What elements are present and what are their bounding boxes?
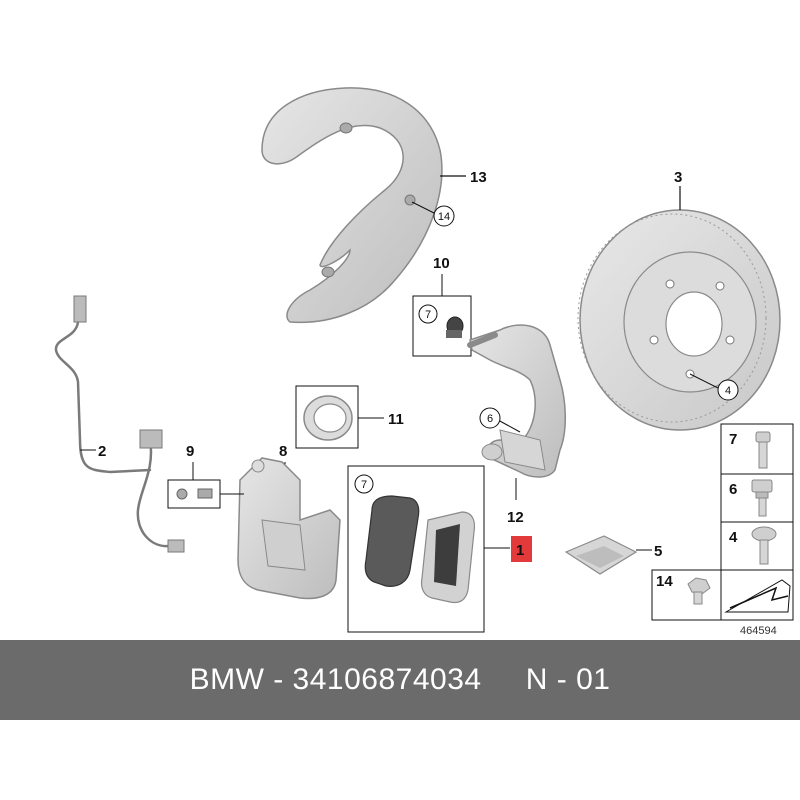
splash-shield: [261, 87, 443, 324]
bleed-screw: [176, 488, 213, 500]
part-caption-bar: BMW - 34106874034 N - 01: [0, 640, 800, 720]
callout-12: 12: [507, 509, 524, 526]
callout-4-circle: 4: [725, 385, 731, 397]
callout-10: 10: [433, 255, 450, 272]
legend-6: 6: [729, 481, 737, 498]
callout-14-circle: 14: [438, 211, 450, 223]
legend-14: 14: [656, 573, 673, 590]
callout-3: 3: [674, 169, 682, 186]
callout-7-circle-a: 7: [425, 309, 431, 321]
brake-disc: [577, 209, 781, 431]
callout-6-circle: 6: [487, 413, 493, 425]
callout-8: 8: [279, 443, 287, 460]
reference-number: 464594: [740, 625, 777, 637]
brake-pads: [364, 495, 476, 604]
wear-sensor: [54, 295, 185, 553]
callout-1: 1: [516, 542, 524, 559]
callout-7-circle-b: 7: [361, 479, 367, 491]
part-highlight: [511, 536, 532, 562]
bolt-6-icon: [751, 479, 773, 517]
caliper-carrier: [467, 324, 567, 478]
part-caption: BMW - 34106874034 N - 01: [189, 663, 611, 696]
bolt-7-icon: [755, 431, 771, 469]
callout-13: 13: [470, 169, 487, 186]
callout-5: 5: [654, 543, 662, 560]
arrow-icon: [724, 579, 791, 613]
seal-ring: [303, 395, 353, 441]
fastener-legend: 7 6 4 14: [651, 423, 794, 621]
grease-packet: [564, 535, 638, 575]
callout-9: 9: [186, 443, 194, 460]
legend-4: 4: [729, 529, 738, 546]
bolt-14-icon: [687, 577, 711, 605]
bolt-4-icon: [751, 526, 777, 565]
caliper-housing: [220, 457, 341, 600]
bottom-space: [0, 720, 800, 800]
callout-2: 2: [98, 443, 106, 460]
callout-11: 11: [388, 411, 404, 428]
guide-bolt: [446, 316, 464, 338]
parts-diagram: 13 14 3 4 10 7 6 12: [54, 87, 794, 637]
legend-7: 7: [729, 431, 737, 448]
